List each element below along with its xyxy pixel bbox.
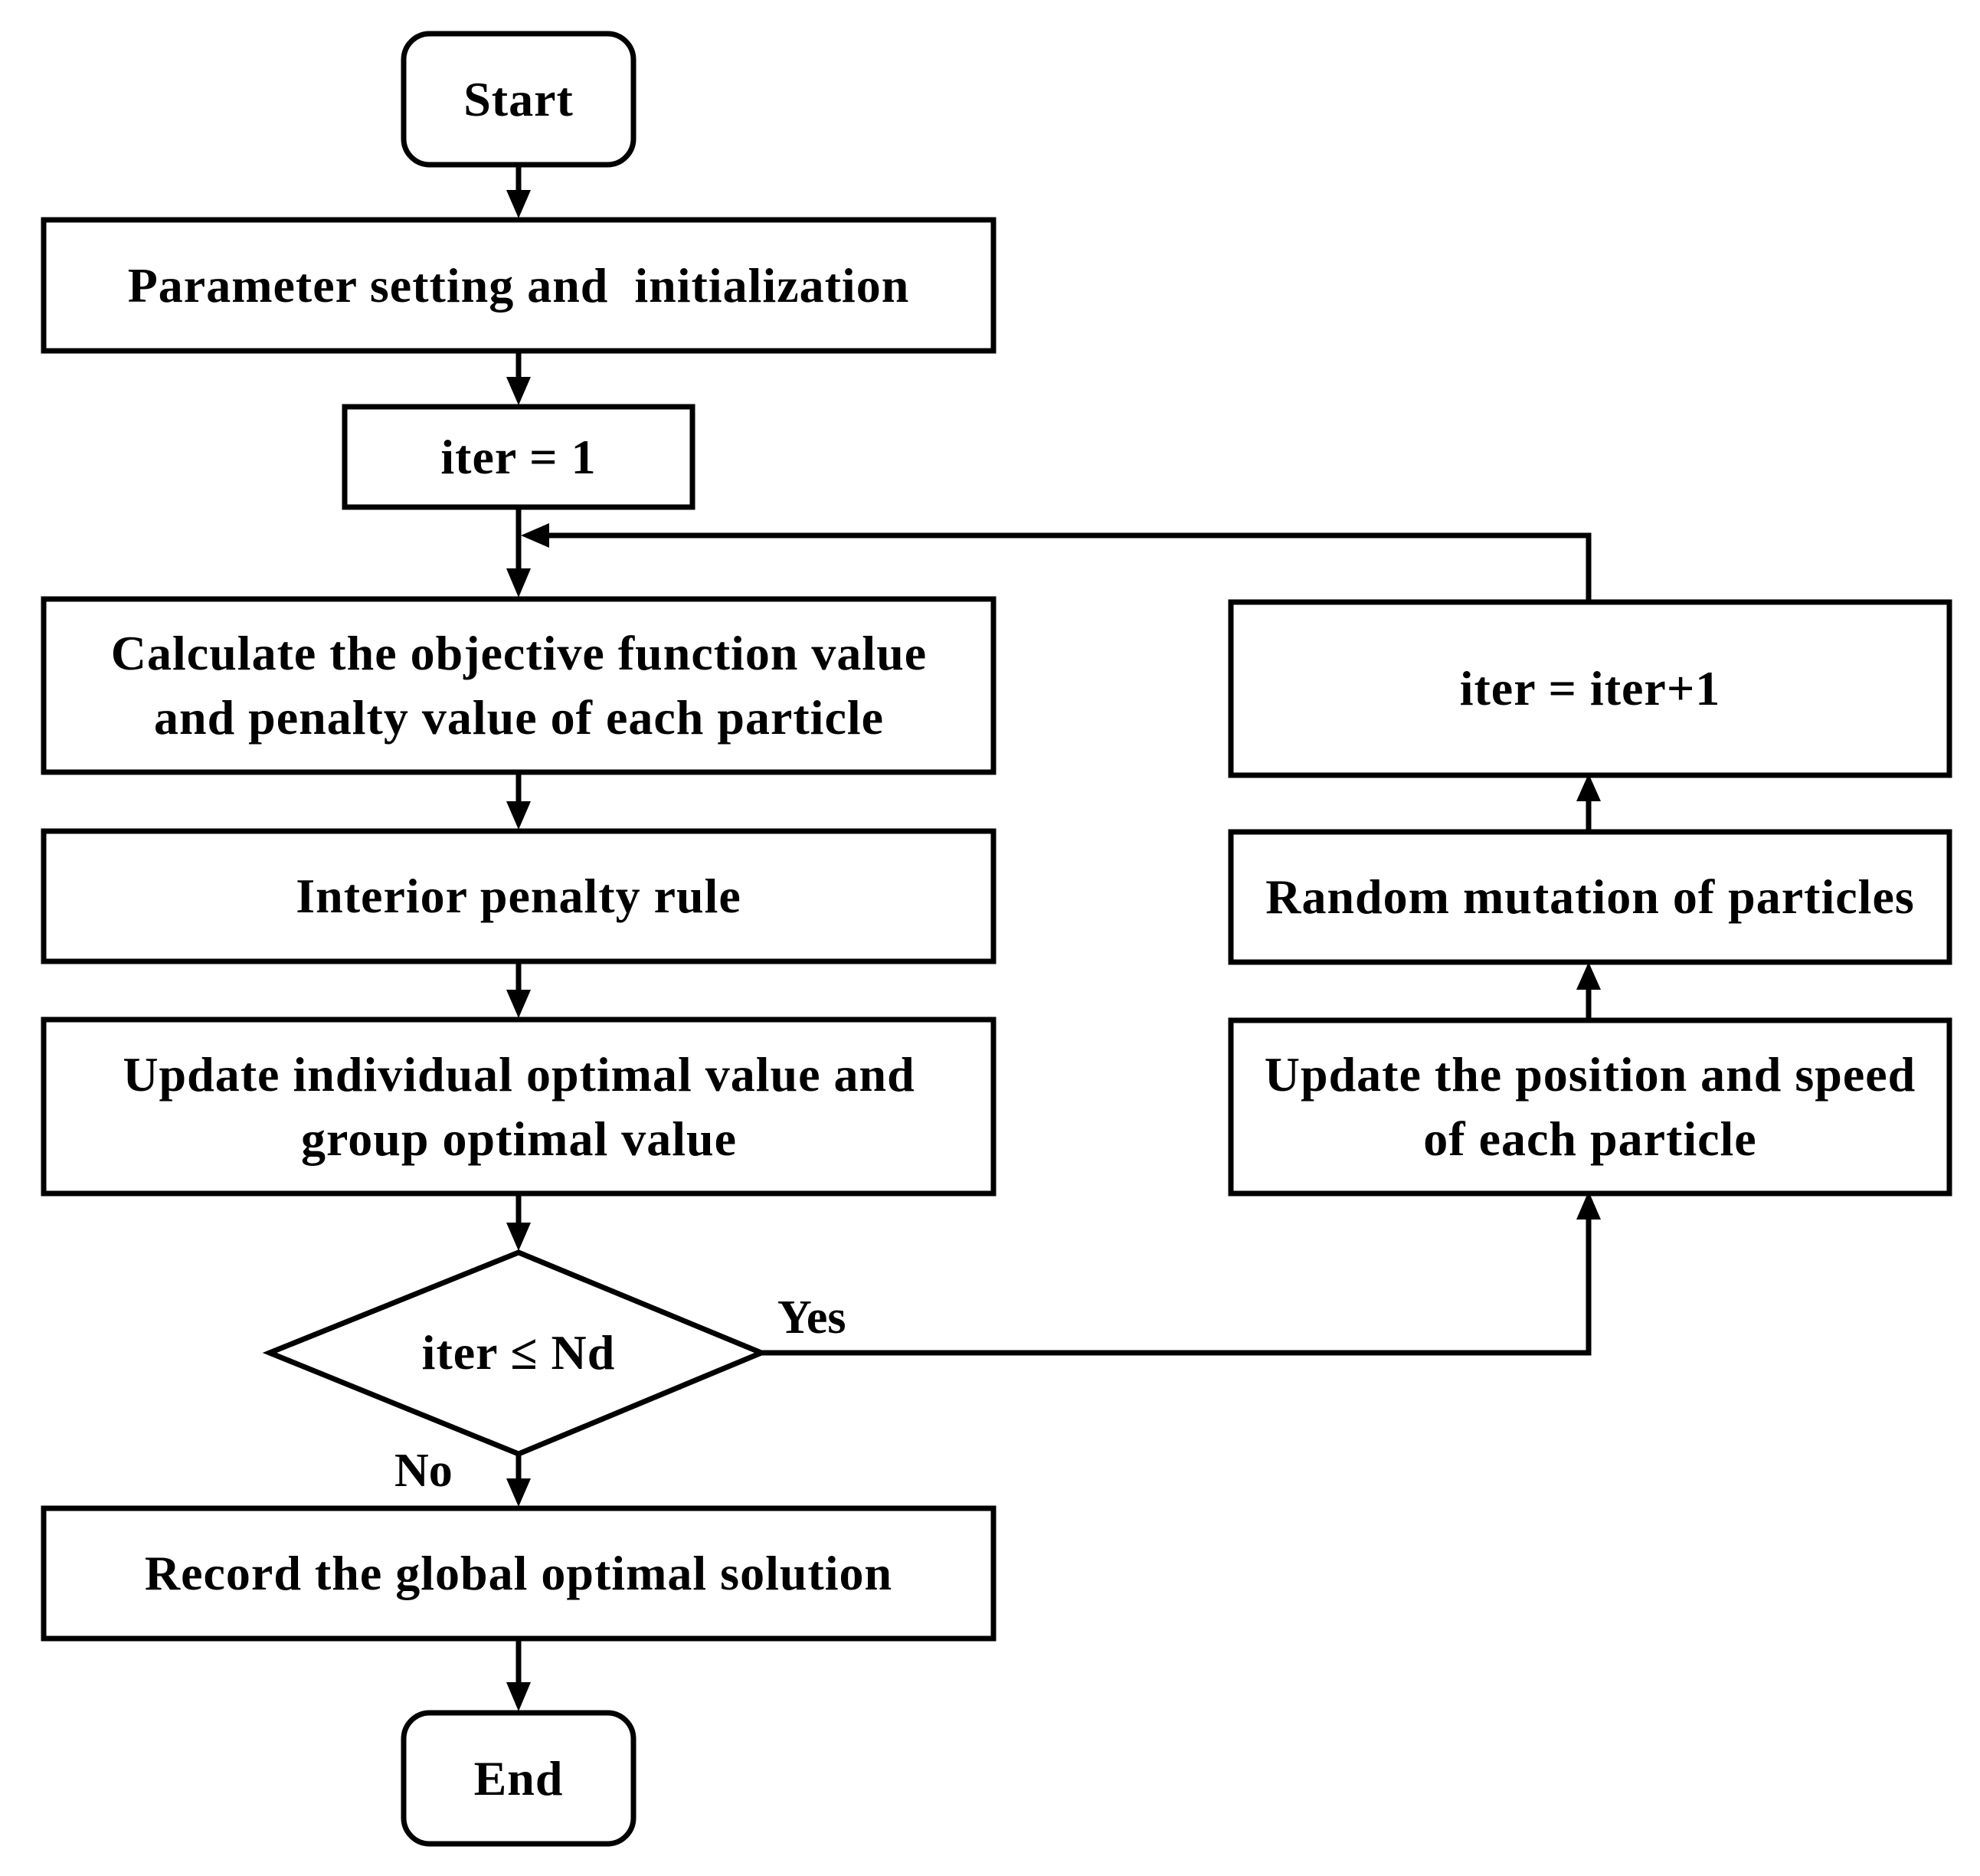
decision-label: iter ≤ Nd xyxy=(421,1325,616,1380)
edge-update-to-decision xyxy=(506,1193,531,1251)
increment-box xyxy=(1228,599,1952,778)
update-optimal-label: Update individual optimal value and grou… xyxy=(123,1046,915,1166)
yes-edge-label: Yes xyxy=(777,1292,846,1344)
edge-start-to-param xyxy=(506,165,531,218)
update-optimal-box xyxy=(41,1017,997,1197)
calc-box xyxy=(41,596,997,775)
update-position-label: Update the position and speed of each pa… xyxy=(1264,1047,1916,1166)
penalty-rule-label: Interior penalty rule xyxy=(296,869,741,923)
param-init-label: Parameter setting and initialization xyxy=(127,257,910,313)
param-init-box xyxy=(41,217,997,354)
edge-param-to-iter xyxy=(506,351,531,405)
edge-decision-yes-to-position xyxy=(761,1191,1601,1356)
iter-init-label: iter = 1 xyxy=(440,429,597,484)
record-box xyxy=(41,1505,997,1642)
mutation-label: Random mutation of particles xyxy=(1265,869,1915,924)
edge-mutation-to-increment xyxy=(1576,774,1601,830)
edge-penalty-to-update xyxy=(506,961,531,1018)
edge-decision-no-to-record xyxy=(506,1454,531,1507)
edge-calc-to-penalty xyxy=(506,772,531,830)
end-terminal xyxy=(401,1710,637,1847)
start-terminal xyxy=(401,31,637,168)
end-label: End xyxy=(473,1750,564,1806)
start-label: Start xyxy=(463,71,574,126)
edge-increment-loop-back xyxy=(521,523,1592,601)
no-edge-label: No xyxy=(394,1445,453,1497)
increment-label: iter = iter+1 xyxy=(1459,661,1721,715)
calc-label: Calculate the objective function value a… xyxy=(110,626,928,745)
edge-record-to-end xyxy=(506,1639,531,1711)
edge-position-to-mutation xyxy=(1576,962,1601,1019)
mutation-box xyxy=(1228,829,1952,965)
penalty-rule-box xyxy=(41,828,997,964)
record-label: Record the global optimal solution xyxy=(144,1546,893,1600)
iter-init-box xyxy=(342,404,695,510)
update-position-box xyxy=(1228,1017,1952,1197)
decision-diamond xyxy=(262,1249,769,1457)
edge-iter-to-calc xyxy=(506,507,531,598)
